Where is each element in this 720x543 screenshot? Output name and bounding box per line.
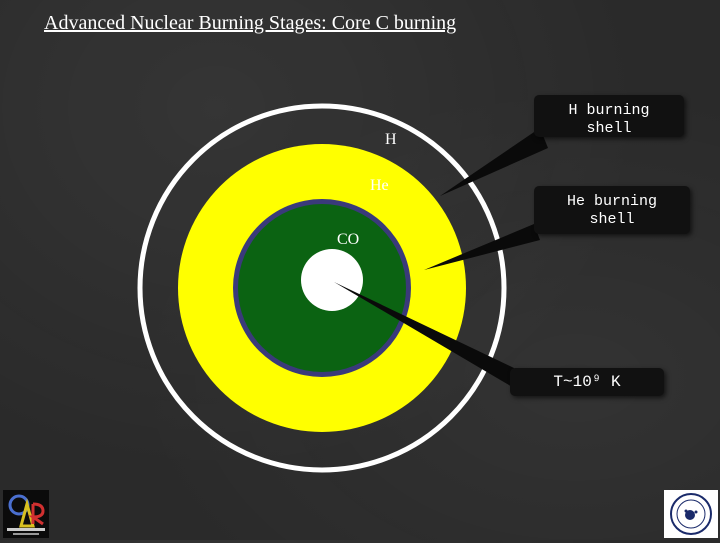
page-title: Advanced Nuclear Burning Stages: Core C …	[44, 12, 457, 34]
he-label: He	[370, 177, 389, 194]
h-burning-shell-callout: H burning shell	[534, 95, 684, 137]
he-shell-pointer	[424, 224, 540, 270]
h-callout-line-2: shell	[586, 120, 632, 137]
temperature-pointer	[334, 282, 514, 388]
temperature-text: T~10⁹ K	[553, 373, 621, 391]
temperature-callout: T~10⁹ K	[510, 368, 664, 396]
he-callout-line-1: He burning	[566, 193, 657, 210]
h-label: H	[385, 131, 397, 148]
seal-logo	[664, 490, 718, 538]
c-burning-core	[301, 249, 363, 311]
orau-logo	[3, 490, 49, 538]
co-label: CO	[337, 231, 359, 248]
h-shell-pointer	[440, 128, 548, 196]
he-burning-shell-callout: He burning shell	[534, 186, 690, 234]
seal-logo-icon	[670, 493, 712, 535]
he-callout-line-2: shell	[589, 211, 635, 228]
outer-ring	[137, 103, 507, 473]
orau-logo-icon	[7, 494, 45, 535]
h-callout-line-1: H burning	[568, 102, 650, 119]
